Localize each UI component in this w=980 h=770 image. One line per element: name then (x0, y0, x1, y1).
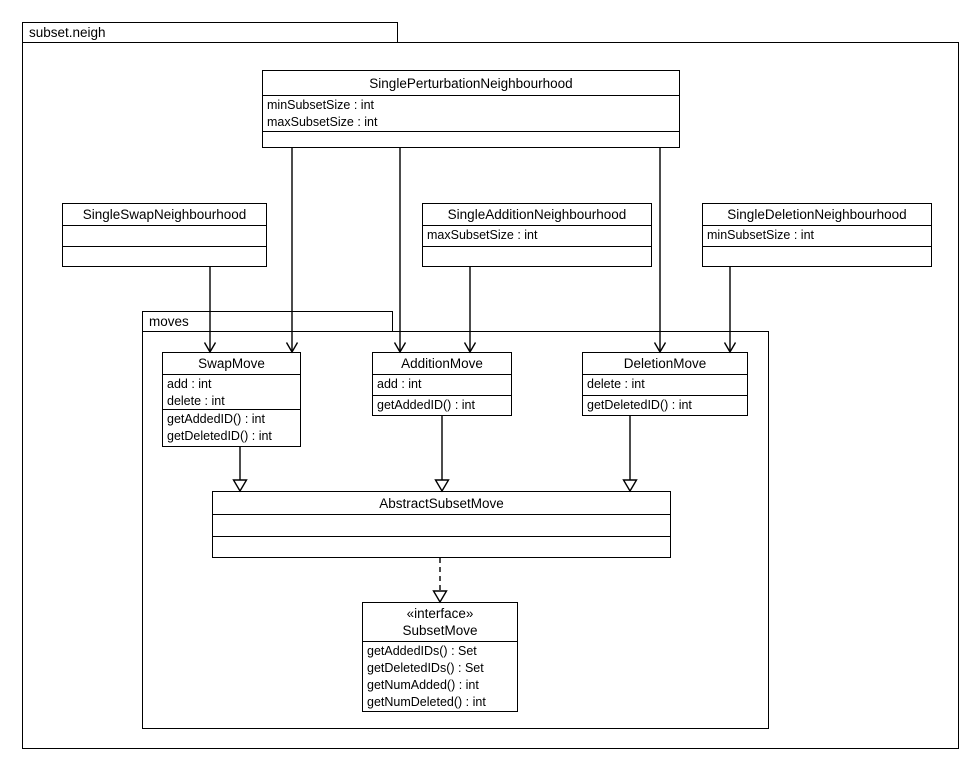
method-line: getAddedIDs() : Set (367, 644, 477, 658)
package-tab-moves: moves (142, 311, 393, 332)
methods-compartment: getAddedID() : int (373, 395, 511, 415)
class-title: SwapMove (198, 356, 265, 371)
class-single-swap-neighbourhood: SingleSwapNeighbourhood (62, 203, 267, 267)
attribute-line: minSubsetSize : int (267, 98, 374, 112)
attributes-compartment: delete : int (583, 374, 747, 395)
attributes-compartment: maxSubsetSize : int (423, 225, 651, 246)
class-subset-move-interface: «interface» SubsetMove getAddedIDs() : S… (362, 602, 518, 712)
attribute-line: minSubsetSize : int (707, 228, 814, 242)
class-title: SingleAdditionNeighbourhood (447, 207, 627, 222)
attributes-compartment (63, 225, 266, 246)
attribute-line: maxSubsetSize : int (427, 228, 538, 242)
attributes-compartment (213, 514, 670, 536)
class-single-perturbation-neighbourhood: SinglePerturbationNeighbourhood minSubse… (262, 70, 680, 148)
attributes-compartment: add : int delete : int (163, 374, 300, 409)
class-title: AdditionMove (401, 356, 483, 371)
class-single-deletion-neighbourhood: SingleDeletionNeighbourhood minSubsetSiz… (702, 203, 932, 267)
method-line: getNumDeleted() : int (367, 695, 486, 709)
class-title: AbstractSubsetMove (379, 495, 504, 511)
methods-compartment: getDeletedID() : int (583, 395, 747, 415)
methods-compartment (263, 131, 679, 147)
method-line: getDeletedID() : int (587, 398, 692, 412)
package-label-subset-neigh: subset.neigh (29, 25, 106, 40)
attribute-line: delete : int (167, 394, 225, 408)
class-single-addition-neighbourhood: SingleAdditionNeighbourhood maxSubsetSiz… (422, 203, 652, 267)
class-title: SinglePerturbationNeighbourhood (369, 75, 573, 91)
class-abstract-subset-move: AbstractSubsetMove (212, 491, 671, 558)
methods-compartment: getAddedIDs() : Set getDeletedIDs() : Se… (363, 641, 517, 711)
attribute-line: maxSubsetSize : int (267, 115, 378, 129)
class-title: DeletionMove (623, 356, 707, 371)
method-line: getDeletedIDs() : Set (367, 661, 484, 675)
class-deletion-move: DeletionMove delete : int getDeletedID()… (582, 352, 748, 416)
methods-compartment (423, 246, 651, 266)
package-label-moves: moves (149, 314, 189, 329)
class-title: SingleSwapNeighbourhood (82, 207, 247, 222)
attributes-compartment: minSubsetSize : int (703, 225, 931, 246)
class-title: SubsetMove (402, 623, 478, 638)
methods-compartment (703, 246, 931, 266)
attributes-compartment: add : int (373, 374, 511, 395)
method-line: getAddedID() : int (377, 398, 475, 412)
attribute-line: add : int (377, 377, 422, 391)
attribute-line: delete : int (587, 377, 645, 391)
class-title: SingleDeletionNeighbourhood (727, 207, 907, 222)
method-line: getAddedID() : int (167, 412, 265, 426)
class-addition-move: AdditionMove add : int getAddedID() : in… (372, 352, 512, 416)
method-line: getDeletedID() : int (167, 429, 272, 443)
class-swap-move: SwapMove add : int delete : int getAdded… (162, 352, 301, 447)
stereotype-label: «interface» (406, 606, 474, 621)
package-tab-subset-neigh: subset.neigh (22, 22, 398, 43)
methods-compartment (213, 536, 670, 557)
attribute-line: add : int (167, 377, 212, 391)
methods-compartment (63, 246, 266, 266)
method-line: getNumAdded() : int (367, 678, 479, 692)
methods-compartment: getAddedID() : int getDeletedID() : int (163, 409, 300, 446)
attributes-compartment: minSubsetSize : int maxSubsetSize : int (263, 95, 679, 131)
